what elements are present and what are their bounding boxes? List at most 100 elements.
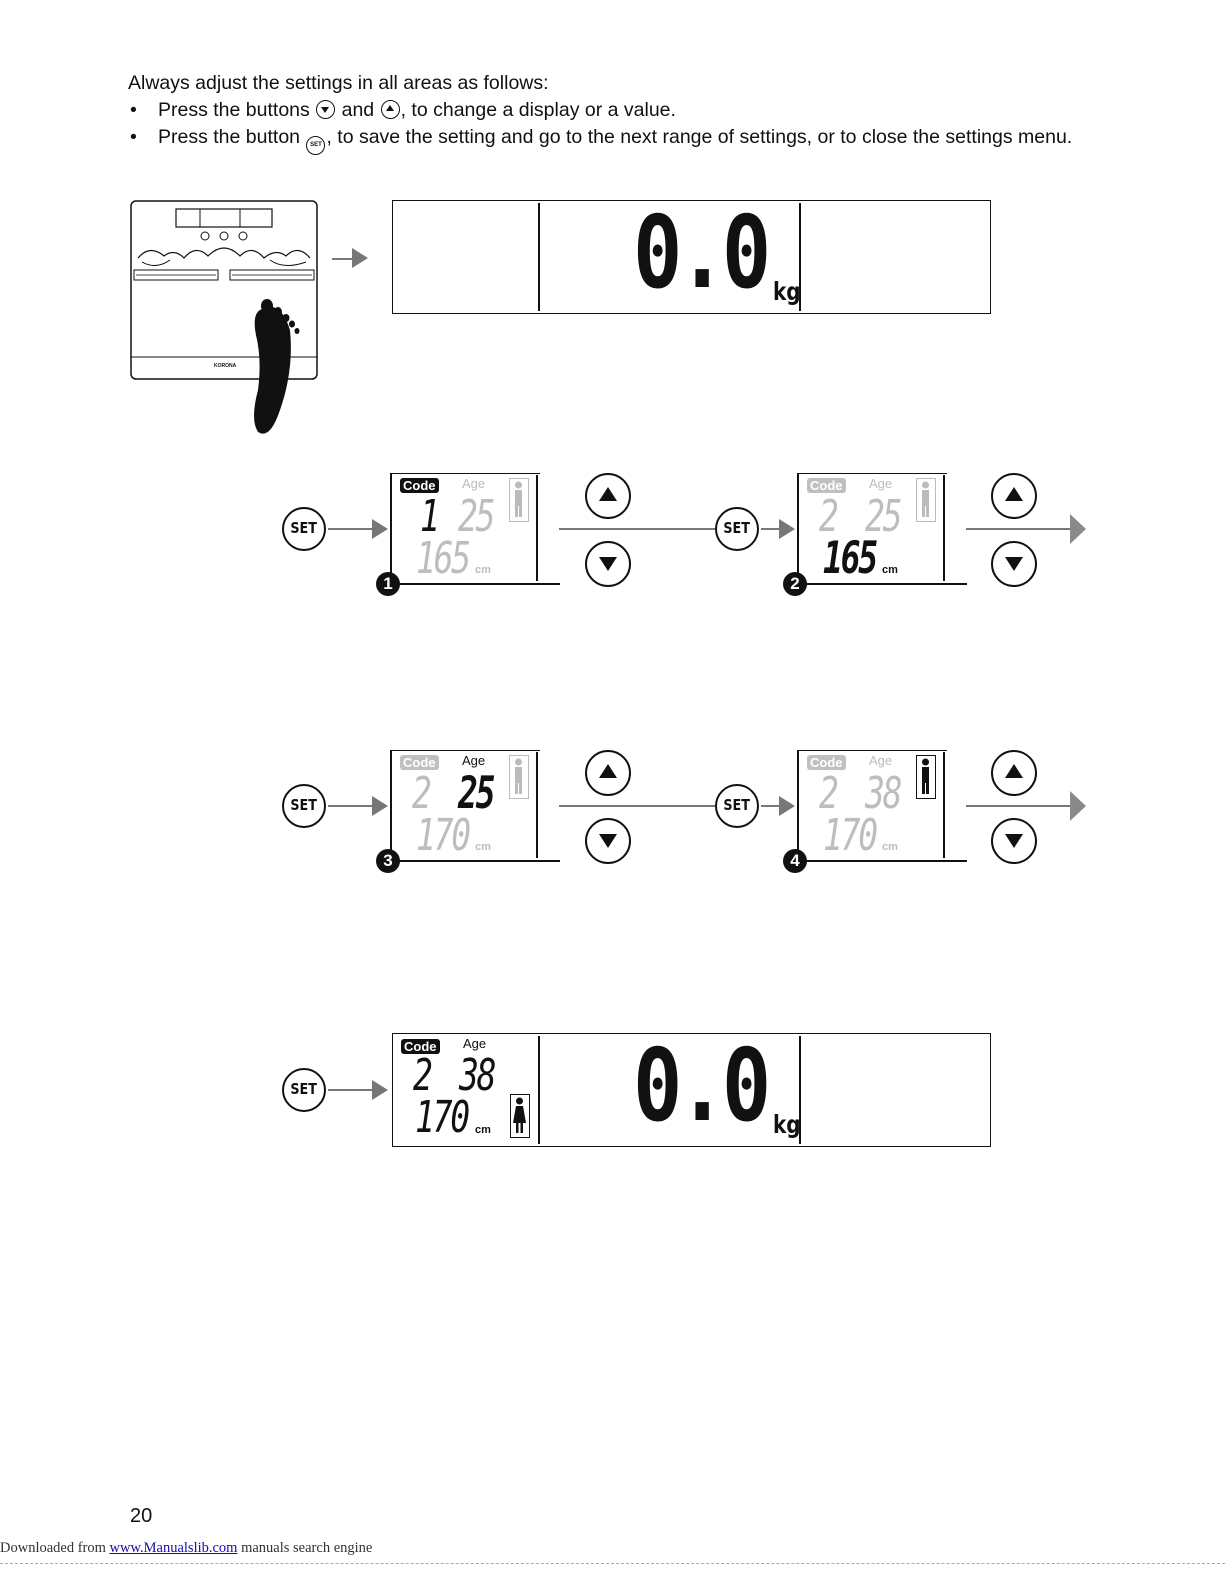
age-label: Age <box>869 753 893 768</box>
step-number-badge: 3 <box>376 849 400 873</box>
code-value: 1 <box>420 491 440 542</box>
age-value: 25 <box>458 768 495 819</box>
footer: Downloaded from www.Manualslib.com manua… <box>0 1540 372 1557</box>
age-label: Age <box>869 476 893 491</box>
footer-prefix: Downloaded from <box>0 1540 106 1556</box>
weight-unit: kg <box>773 277 801 306</box>
male-icon <box>509 478 529 522</box>
step-number-badge: 4 <box>783 849 807 873</box>
display-divider <box>799 1036 801 1144</box>
arrow-right-icon <box>372 519 388 539</box>
weight-readout: 0.0 <box>633 194 771 311</box>
up-button[interactable] <box>585 473 631 519</box>
bullet2-text-b: , to save the setting and go to the next… <box>326 126 1073 148</box>
scale-illustration: KORONA <box>130 200 318 442</box>
set-button[interactable]: SET <box>715 507 759 551</box>
footer-suffix: manuals search engine <box>241 1540 373 1556</box>
step-1-display: Code Age 1 25 165 cm 1 <box>376 473 560 596</box>
down-button[interactable] <box>991 541 1037 587</box>
set-button-label: SET <box>290 796 318 814</box>
arrow-right-icon <box>1070 514 1086 544</box>
main-display: 0.0 kg <box>392 200 991 314</box>
set-button[interactable]: SET <box>282 784 326 828</box>
set-button-icon: SET <box>306 136 326 155</box>
height-unit: cm <box>475 564 491 576</box>
weight-readout: 0.0 <box>633 1027 771 1144</box>
male-icon <box>916 478 936 522</box>
code-label: Code <box>807 755 846 770</box>
arrow-right-icon <box>372 796 388 816</box>
instruction-bullet-1: • Press the buttons and , to change a di… <box>128 97 1088 124</box>
code-value: 2 <box>413 1050 433 1101</box>
down-button-icon <box>316 100 336 119</box>
height-unit: cm <box>882 564 898 576</box>
bullet-marker: • <box>130 126 137 148</box>
instructions: Always adjust the settings in all areas … <box>128 70 1088 155</box>
up-button[interactable] <box>991 473 1037 519</box>
connector-line <box>559 528 715 530</box>
arrow-right-icon <box>352 248 368 268</box>
display-divider <box>538 203 540 311</box>
final-display: Code Age 2 38 170 cm 0.0 kg <box>392 1033 991 1147</box>
height-unit: cm <box>475 1124 491 1136</box>
height-unit: cm <box>475 841 491 853</box>
down-button[interactable] <box>585 541 631 587</box>
age-label: Age <box>462 476 486 491</box>
down-button[interactable] <box>585 818 631 864</box>
arrow-right-icon <box>372 1080 388 1100</box>
arrow-line <box>761 528 781 530</box>
age-value: 38 <box>459 1050 496 1101</box>
up-button[interactable] <box>991 750 1037 796</box>
set-button[interactable]: SET <box>715 784 759 828</box>
bullet1-text-and: and <box>341 99 375 121</box>
age-value: 25 <box>458 491 495 542</box>
step-3-display: Code Age 2 25 170 cm 3 <box>376 750 560 873</box>
set-button[interactable]: SET <box>282 507 326 551</box>
manualslib-link[interactable]: www.Manualslib.com <box>109 1540 238 1556</box>
height-unit: cm <box>882 841 898 853</box>
age-label: Age <box>463 1036 487 1051</box>
code-label: Code <box>807 478 846 493</box>
code-label: Code <box>401 1039 440 1054</box>
footer-divider <box>0 1563 1225 1564</box>
brand-logo: KORONA <box>214 363 237 369</box>
arrow-line <box>761 805 781 807</box>
up-button[interactable] <box>585 750 631 796</box>
arrow-line <box>328 528 374 530</box>
male-icon <box>916 755 936 799</box>
step-number-badge: 2 <box>783 572 807 596</box>
arrow-right-icon <box>779 519 795 539</box>
female-icon <box>510 1094 530 1138</box>
bullet2-text-a: Press the button <box>158 126 301 148</box>
page-number: 20 <box>130 1505 153 1527</box>
height-value: 170 <box>823 810 878 861</box>
arrow-line <box>328 805 374 807</box>
scale-drawing <box>130 200 318 434</box>
connector-line <box>966 528 1072 530</box>
arrow-line <box>332 258 354 260</box>
arrow-right-icon <box>779 796 795 816</box>
code-label: Code <box>400 478 439 493</box>
code-label: Code <box>400 755 439 770</box>
step-4-display: Code Age 2 38 170 cm 4 <box>783 750 967 873</box>
age-value: 25 <box>865 491 902 542</box>
code-value: 2 <box>412 768 432 819</box>
instruction-bullet-2: • Press the button SET, to save the sett… <box>128 124 1088 155</box>
code-value: 2 <box>819 491 839 542</box>
connector-line <box>966 805 1072 807</box>
arrow-right-icon <box>1070 791 1086 821</box>
arrow-line <box>328 1089 374 1091</box>
male-icon <box>509 755 529 799</box>
display-divider <box>799 203 801 311</box>
set-button[interactable]: SET <box>282 1068 326 1112</box>
bullet1-text-b: , to change a display or a value. <box>400 99 676 121</box>
set-button-label: SET <box>723 796 751 814</box>
height-value: 170 <box>416 810 471 861</box>
up-button-icon <box>380 100 400 119</box>
bullet-marker: • <box>130 99 137 121</box>
weight-unit: kg <box>773 1110 801 1139</box>
bullet1-text-a: Press the buttons <box>158 99 310 121</box>
step-2-display: Code Age 2 25 165 cm 2 <box>783 473 967 596</box>
down-button[interactable] <box>991 818 1037 864</box>
set-button-label: SET <box>290 519 318 537</box>
